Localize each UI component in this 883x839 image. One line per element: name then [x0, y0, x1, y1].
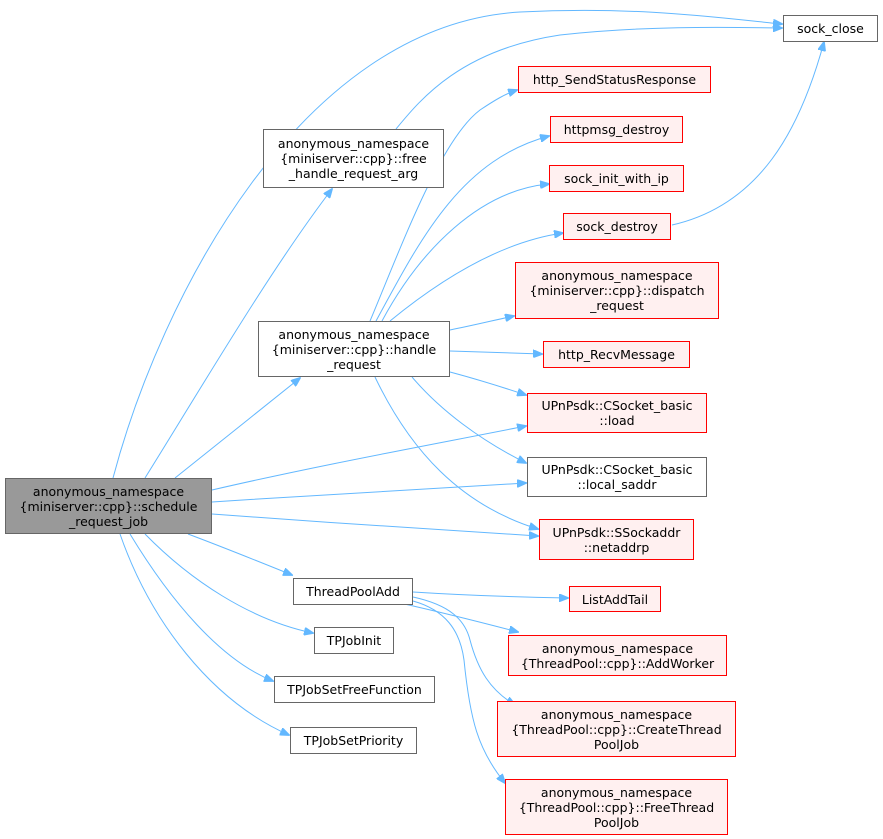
node-label-line: {miniserver::cpp}::dispatch: [529, 283, 705, 298]
edge-sock-destroy-to-sock-close: [671, 42, 824, 226]
node-schedule-request-job[interactable]: anonymous_namespace {miniserver::cpp}::s…: [5, 478, 212, 534]
edge-threadpooladd-to-addworker: [399, 602, 518, 632]
node-label-line: PoolJob: [593, 814, 640, 830]
edge-handle-to-dispatch: [449, 316, 514, 331]
node-label-line: http_RecvMessage: [558, 347, 675, 362]
node-sock-close[interactable]: sock_close: [783, 15, 878, 42]
node-free-handle-request-arg[interactable]: anonymous_namespace {miniserver::cpp}::f…: [263, 129, 444, 188]
node-label-line: anonymous_namespace: [540, 784, 693, 800]
node-label-line: ::load: [599, 413, 635, 428]
node-label-line: UPnPsdk::SSockaddr: [552, 524, 681, 540]
node-createthreadpooljob[interactable]: anonymous_namespace {ThreadPool::cpp}::C…: [497, 701, 736, 757]
edge-threadpooladd-to-createjob: [412, 596, 515, 705]
edge-threadpooladd-to-freejob: [412, 600, 505, 783]
edge-schedule-to-local-saddr: [211, 483, 526, 503]
node-httpmsg-destroy[interactable]: httpmsg_destroy: [550, 116, 683, 143]
edge-schedule-to-sock-close: [112, 9, 782, 479]
node-addworker[interactable]: anonymous_namespace {ThreadPool::cpp}::A…: [508, 635, 727, 676]
node-label-line: anonymous_namespace: [541, 268, 693, 283]
node-label-line: {miniserver::cpp}::free: [280, 151, 427, 166]
edge-schedule-to-tpjobinit: [144, 533, 313, 633]
node-label-line: httpmsg_destroy: [563, 122, 670, 137]
edge-schedule-to-threadpooladd: [187, 533, 292, 575]
node-label-line: {miniserver::cpp}::handle: [271, 341, 437, 357]
node-freethreadpooljob[interactable]: anonymous_namespace {ThreadPool::cpp}::F…: [505, 779, 728, 835]
node-label-line: {ThreadPool::cpp}::CreateThread: [511, 721, 722, 737]
node-http-recvmessage[interactable]: http_RecvMessage: [543, 341, 690, 368]
node-label-line: anonymous_namespace: [277, 136, 430, 151]
node-label-line: sock_init_with_ip: [564, 171, 669, 186]
node-handle-request[interactable]: anonymous_namespace {miniserver::cpp}::h…: [258, 321, 450, 377]
node-label-line: ListAddTail: [581, 591, 649, 607]
node-label-line: anonymous_namespace: [32, 483, 185, 499]
node-label-line: UPnPsdk::CSocket_basic: [541, 462, 693, 477]
edge-free-arg-to-sock-close: [395, 27, 782, 130]
edge-handle-to-sock-destroy: [389, 233, 563, 322]
node-listaddtail[interactable]: ListAddTail: [569, 586, 661, 612]
node-label-line: _request: [590, 298, 644, 313]
node-http-sendstatusresponse[interactable]: http_SendStatusResponse: [518, 66, 711, 93]
edge-schedule-to-load: [211, 426, 526, 491]
edge-handle-to-netaddrp: [374, 376, 538, 529]
node-label-line: ::local_saddr: [577, 477, 657, 492]
node-label-line: http_SendStatusResponse: [532, 72, 697, 87]
node-tpjobsetfreefunction[interactable]: TPJobSetFreeFunction: [274, 676, 435, 703]
edge-handle-to-load: [449, 371, 526, 395]
node-label-line: anonymous_namespace: [541, 640, 694, 656]
edge-threadpooladd-to-listaddtail: [412, 591, 568, 598]
node-tpjobinit[interactable]: TPJobInit: [314, 627, 394, 654]
edge-handle-to-sock-init: [381, 184, 549, 322]
node-label-line: TPJobSetFreeFunction: [287, 682, 422, 697]
node-label-line: TPJobInit: [326, 633, 382, 648]
edge-schedule-to-tpjobsetpriority: [119, 533, 289, 735]
edge-handle-to-sendstatus: [369, 90, 517, 322]
node-label-line: {miniserver::cpp}::schedule: [19, 498, 198, 514]
node-threadpooladd[interactable]: ThreadPoolAdd: [293, 578, 413, 605]
edge-schedule-to-netaddrp: [211, 513, 538, 536]
node-label-line: TPJobSetPriority: [303, 733, 404, 748]
node-label-line: {ThreadPool::cpp}::AddWorker: [520, 655, 715, 671]
edge-handle-to-recvmessage: [449, 351, 542, 354]
edge-handle-to-httpmsg-destroy: [375, 136, 549, 322]
node-label-line: UPnPsdk::CSocket_basic: [541, 398, 693, 413]
edge-handle-to-local-saddr: [411, 376, 526, 463]
edge-schedule-to-tpjobsetfree: [129, 533, 273, 681]
node-label-line: _handle_request_arg: [288, 166, 419, 181]
node-ssockaddr-netaddrp[interactable]: UPnPsdk::SSockaddr ::netaddrp: [539, 519, 694, 560]
edge-schedule-to-handle-request: [174, 378, 300, 479]
node-label-line: ThreadPoolAdd: [306, 584, 400, 599]
node-label-line: {ThreadPool::cpp}::FreeThread: [518, 799, 715, 815]
node-sock-init-with-ip[interactable]: sock_init_with_ip: [549, 165, 684, 192]
node-tpjobsetpriority[interactable]: TPJobSetPriority: [290, 727, 417, 754]
node-sock-destroy[interactable]: sock_destroy: [563, 213, 671, 240]
node-label-line: anonymous_namespace: [540, 706, 693, 722]
node-label-line: anonymous_namespace: [278, 326, 430, 342]
node-dispatch-request[interactable]: anonymous_namespace {miniserver::cpp}::d…: [515, 262, 719, 319]
edge-schedule-to-free-arg: [144, 189, 332, 479]
node-label-line: _request: [327, 356, 381, 372]
node-csocket-local-saddr[interactable]: UPnPsdk::CSocket_basic ::local_saddr: [527, 457, 707, 497]
node-label-line: ::netaddrp: [583, 539, 650, 555]
node-label-line: sock_destroy: [576, 219, 658, 234]
node-label-line: _request_job: [68, 513, 149, 529]
node-label-line: sock_close: [797, 21, 864, 36]
node-label-line: PoolJob: [593, 736, 640, 752]
node-csocket-load[interactable]: UPnPsdk::CSocket_basic ::load: [527, 393, 707, 433]
